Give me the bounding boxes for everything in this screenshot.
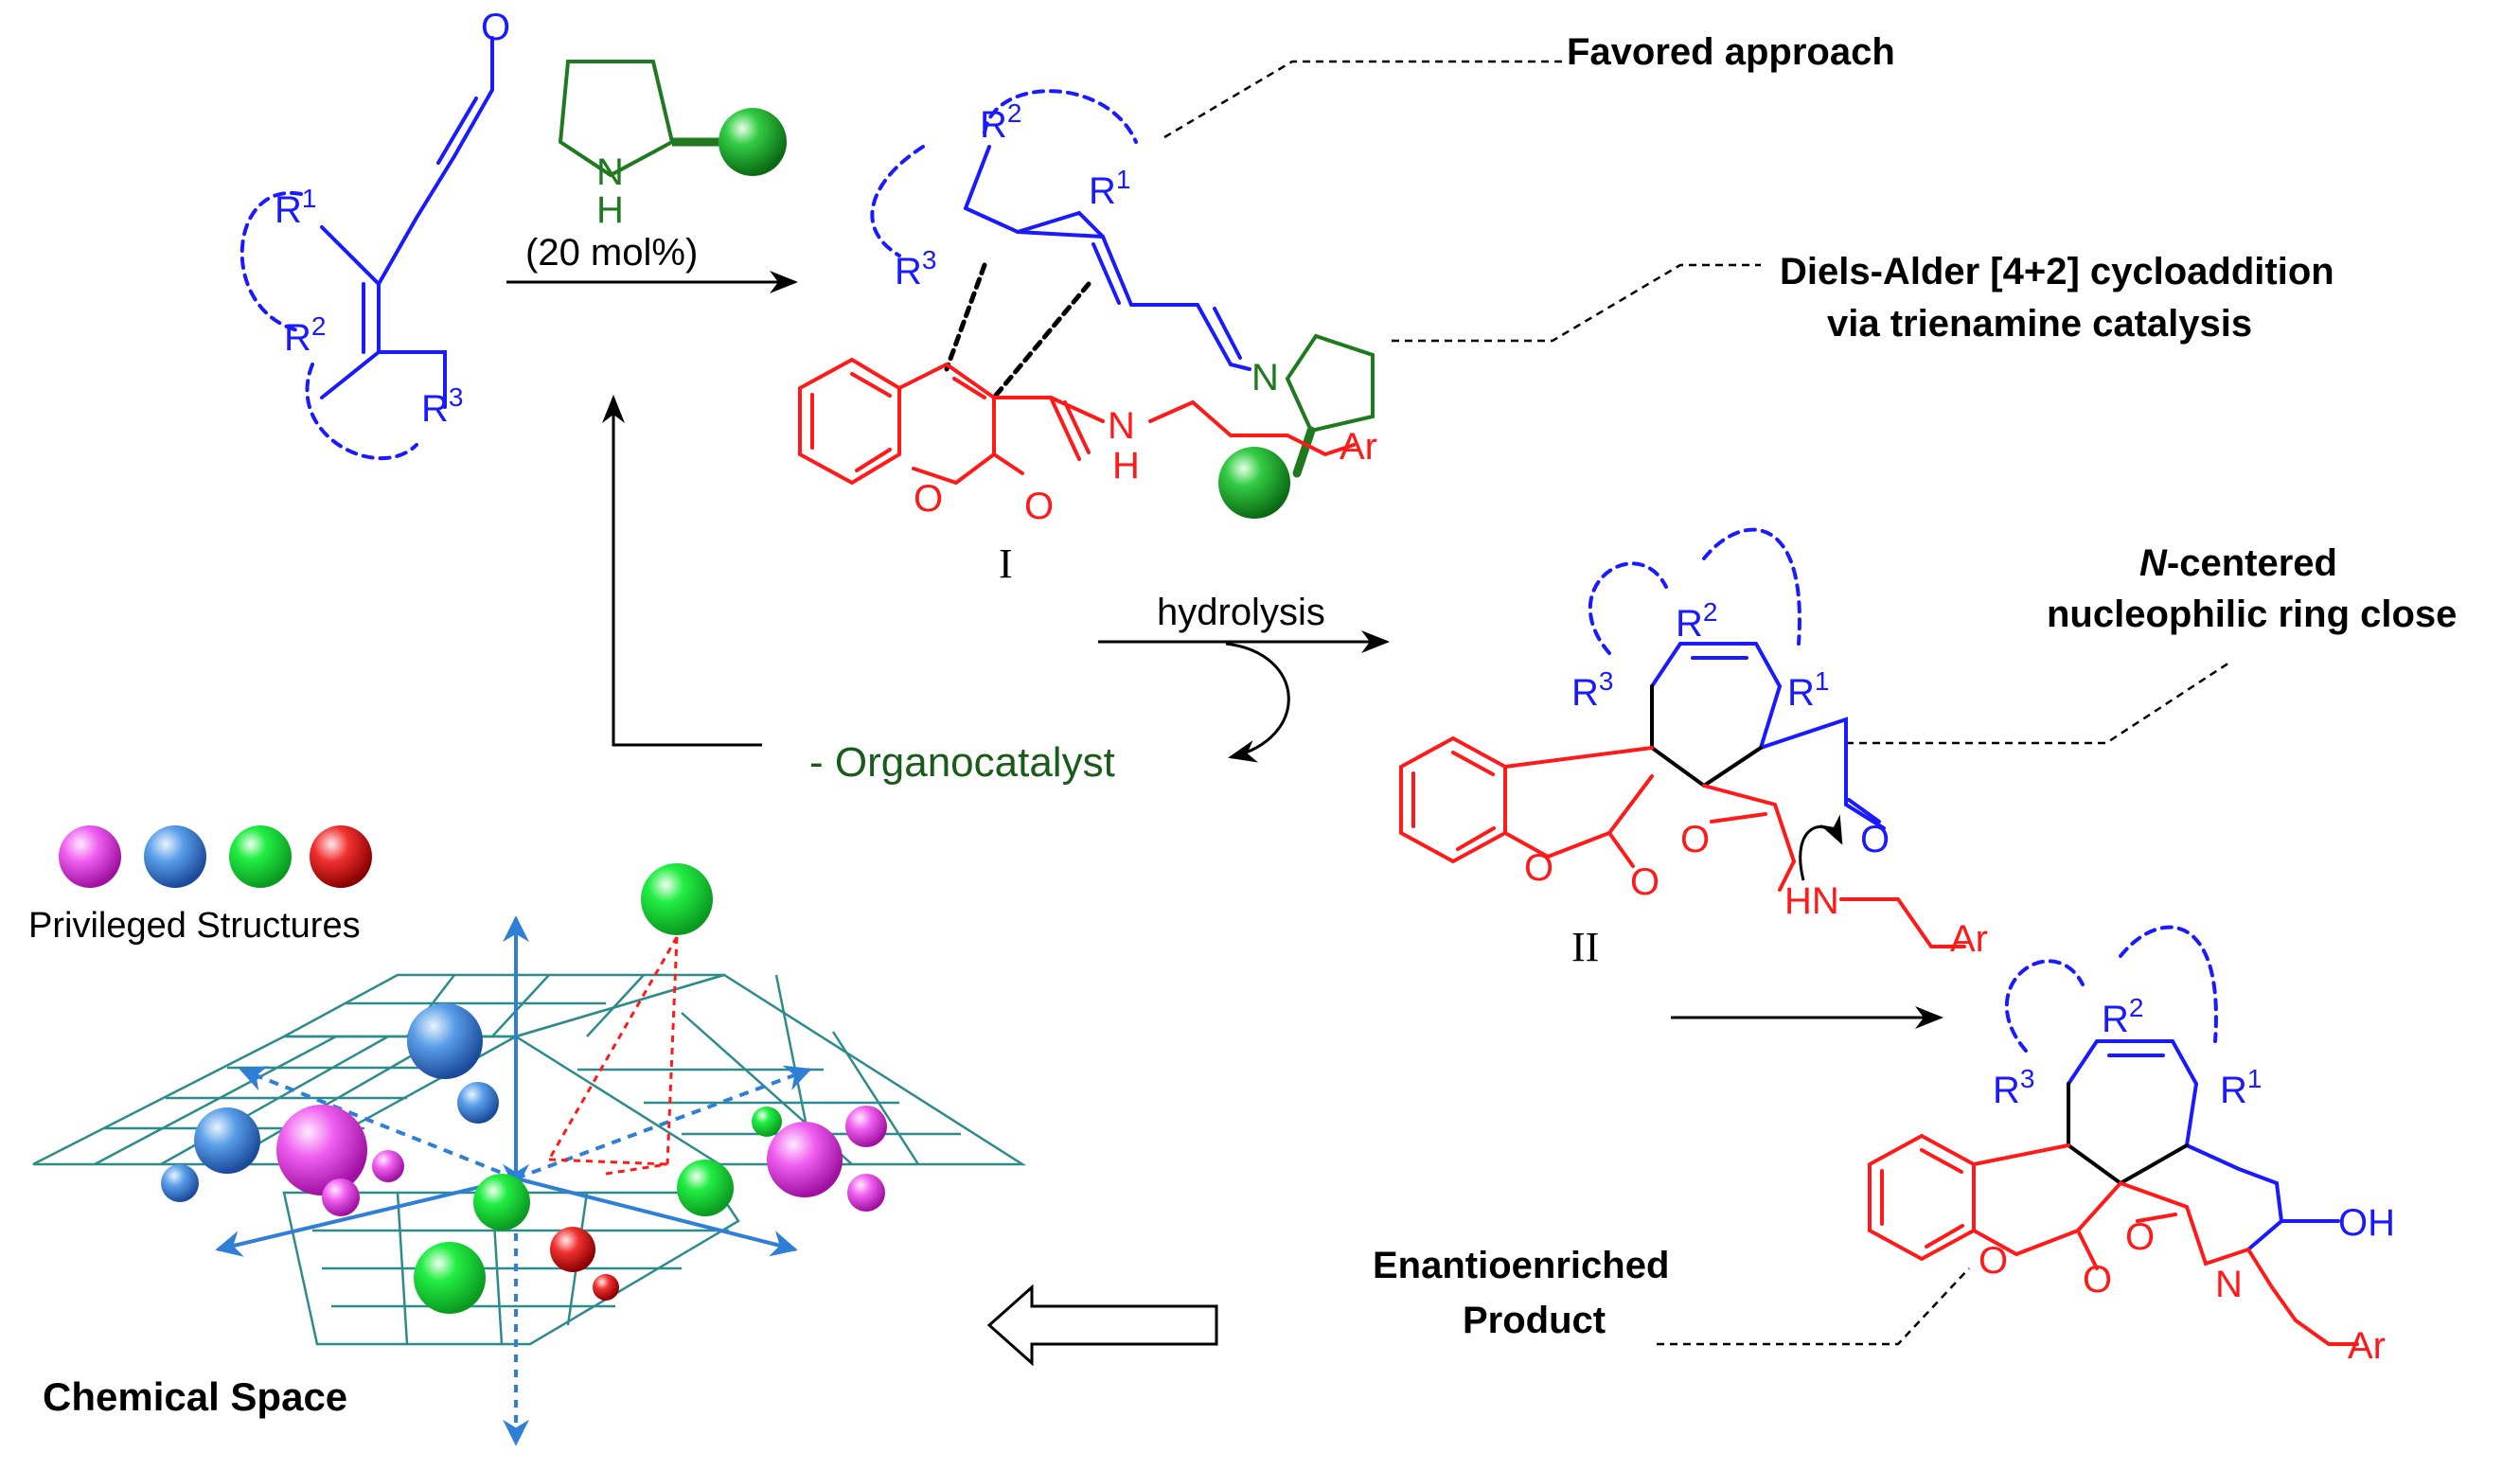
catalyst-loading: (20 mol%) [525,232,698,274]
substrate-structure [240,36,494,461]
intermediate-II-r1: R1 [1787,666,1829,714]
intermediate-II-ar: Ar [1950,918,1988,960]
product-r1: R1 [2220,1064,2262,1111]
intermediate-I-label: I [999,540,1013,587]
product-r3: R3 [1993,1064,2034,1111]
intermediate-I-structure [798,89,1375,486]
privileged-structures-label: Privileged Structures [28,906,361,946]
intermediate-II-structure [1399,527,1966,948]
product-o-carbonyl: O [2083,1259,2112,1301]
intermediate-II-r3: R3 [1571,666,1613,714]
catalyst-sphere [719,108,787,176]
intermediate-II-o-amide: O [1680,819,1710,860]
hydrolysis-label: hydrolysis [1157,592,1325,633]
leader-lines [1163,60,2230,1346]
chemical-space-label: Chemical Space [43,1374,347,1419]
intermediate-I-r2: R2 [980,98,1021,146]
annotation-favored: Favored approach [1567,31,1895,73]
hollow-arrow [986,1284,1218,1367]
intermediate-II-label: II [1571,924,1599,970]
intermediate-I-sphere [1218,447,1290,519]
legend-blue-sphere [144,825,206,888]
legend-red-sphere [310,825,372,888]
nucleophilic-attack-arrow [1799,814,1843,881]
intermediate-II-o-ring: O [1524,847,1553,889]
annotation-diels-alder-line2: via trienamine catalysis [1827,303,2252,345]
annotation-enantio-line2: Product [1463,1300,1606,1341]
catalyst-h: H [596,189,624,231]
intermediate-II-r2: R2 [1676,597,1717,645]
chemical-space-graphic [32,863,1027,1446]
intermediate-I-n: N [1251,357,1279,398]
substrate-r2: R2 [284,311,326,359]
substrate-aldehyde-o: O [481,7,510,48]
intermediate-II-hn: HN [1784,880,1839,922]
product-o-amide: O [2125,1216,2155,1258]
substrate-r3: R3 [421,382,463,430]
catalyst-n: N [596,151,624,193]
recycle-arrow [602,395,762,747]
annotation-diels-alder-line1: Diels-Alder [4+2] cycloaddition [1780,251,2334,292]
intermediate-I-o-ring: O [914,478,943,520]
intermediate-II-o-carbonyl: O [1630,861,1659,903]
intermediate-I-o-carbonyl: O [1024,486,1054,527]
privileged-structures-legend [59,825,372,888]
product-oh: OH [2338,1202,2395,1244]
organocatalyst-label: - Organocatalyst [809,739,1115,786]
catalyst-structure [558,60,729,178]
legend-green-sphere [229,825,292,888]
product-r2: R2 [2102,993,2143,1040]
product-ar: Ar [2348,1325,2386,1367]
product-n: N [2215,1264,2243,1305]
organocatalyst-release-arrow [1225,642,1290,763]
intermediate-I-ar: Ar [1340,426,1377,468]
intermediate-I-nh-n: N [1108,405,1135,447]
annotation-enantio-line1: Enantioenriched [1373,1245,1669,1286]
substrate-r1: R1 [275,184,316,231]
product-structure [1868,925,2359,1346]
annotation-ring-close-line2: nucleophilic ring close [2047,593,2457,635]
product-o-ring: O [1979,1240,2008,1282]
annotation-ring-close-line1: N-centered [2139,542,2337,584]
intermediate-I-nh-h: H [1112,445,1140,487]
intermediate-II-o-aldehyde: O [1860,819,1890,860]
intermediate-I-r1: R1 [1089,165,1130,212]
legend-magenta-sphere [59,825,121,888]
intermediate-I-r3: R3 [895,245,936,292]
